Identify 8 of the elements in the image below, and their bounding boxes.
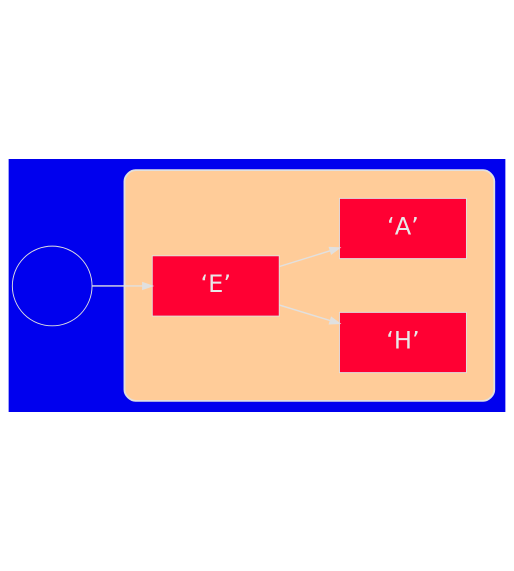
- node-box: ‘H’: [339, 312, 467, 374]
- node-circle: [12, 246, 92, 326]
- arrow: [279, 246, 342, 268]
- cluster: [124, 169, 496, 402]
- node-box: ‘E’: [152, 255, 280, 317]
- arrow: [92, 282, 154, 290]
- arrow: [279, 304, 342, 324]
- node-box: ‘A’: [339, 198, 467, 260]
